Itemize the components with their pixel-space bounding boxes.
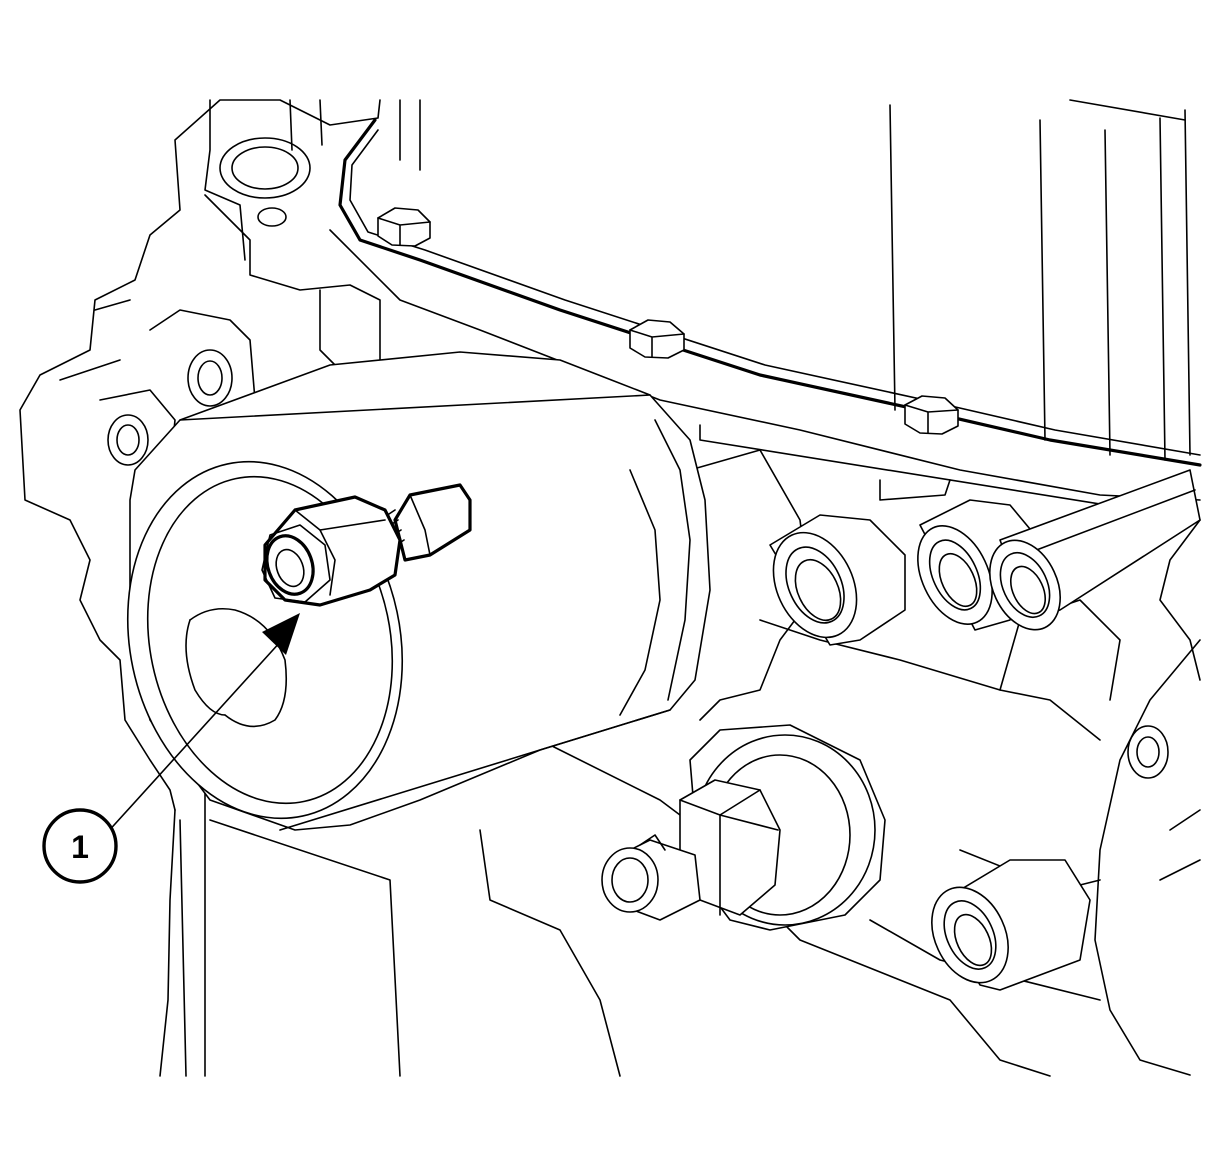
transmission-case xyxy=(19,99,1202,1077)
cooler-fitting-1 xyxy=(769,514,906,646)
solenoid-body xyxy=(126,351,711,831)
speed-sensor xyxy=(601,724,886,931)
pan-bolt-1 xyxy=(377,207,431,247)
callout-1-label: 1 xyxy=(71,829,89,865)
callout-leader xyxy=(104,613,300,836)
cooler-fitting-3 xyxy=(931,859,1091,991)
cooler-line xyxy=(989,469,1201,631)
special-tool xyxy=(261,483,472,607)
pan-bolt-3 xyxy=(904,395,959,435)
pan-bolt-2 xyxy=(629,319,685,359)
callout-1: 1 xyxy=(42,808,118,884)
